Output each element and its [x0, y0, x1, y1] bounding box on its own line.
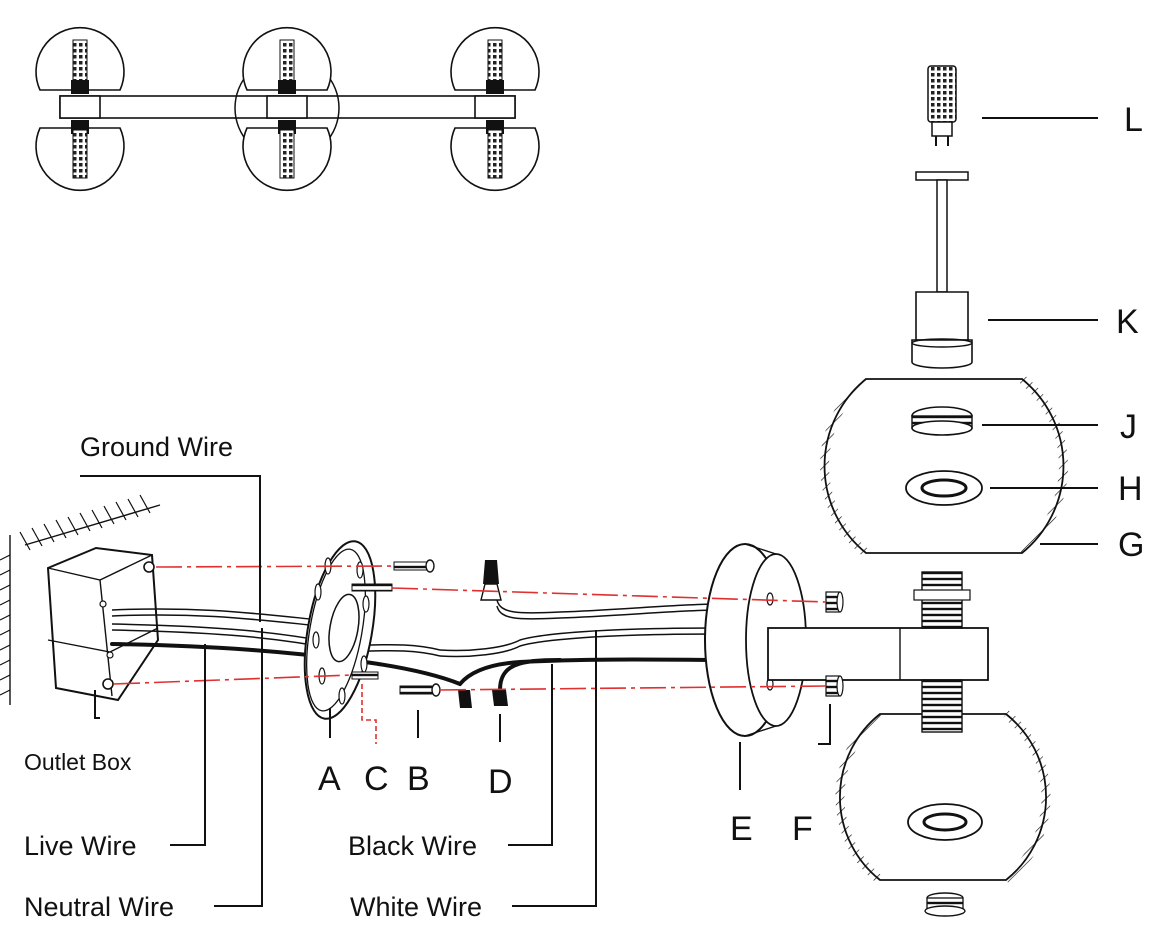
label-E: E — [730, 810, 753, 848]
part-K-socket — [911, 171, 1098, 369]
label-B: B — [407, 760, 430, 798]
outlet-box — [46, 546, 160, 719]
label-L: L — [1124, 101, 1143, 139]
wire-leaders — [80, 475, 597, 907]
label-white-wire: White Wire — [350, 892, 482, 922]
label-C: C — [364, 760, 389, 798]
label-F: F — [792, 810, 813, 848]
part-J-nut — [911, 406, 1098, 436]
nut-lower — [924, 892, 966, 917]
part-G-globe-upper — [820, 375, 1098, 557]
part-D-wire-connectors — [458, 560, 508, 742]
label-D: D — [488, 763, 513, 801]
label-neutral-wire: Neutral Wire — [24, 892, 174, 922]
wall — [0, 494, 161, 705]
fixture-left-globes — [35, 26, 125, 192]
label-ground-wire: Ground Wire — [80, 432, 233, 462]
fixture-right-globes — [450, 26, 540, 192]
part-H-washer — [905, 470, 1098, 506]
part-screws — [351, 559, 441, 738]
label-live-wire: Live Wire — [24, 831, 137, 861]
fixture-wires — [439, 599, 720, 692]
supply-wires — [110, 608, 462, 686]
label-A: A — [318, 760, 341, 798]
alignment-lines — [113, 565, 827, 691]
label-J: J — [1120, 408, 1137, 446]
fixture-arm — [767, 571, 989, 733]
fixture-overview — [35, 26, 540, 192]
part-E-canopy — [704, 512, 807, 790]
label-G: G — [1118, 526, 1144, 564]
part-L-bulb — [927, 65, 1098, 146]
leader-C — [361, 684, 377, 744]
label-K: K — [1116, 303, 1139, 341]
label-H: H — [1118, 470, 1143, 508]
fixture-center-globes — [242, 26, 332, 192]
globe-lower — [835, 710, 1051, 884]
label-black-wire: Black Wire — [348, 831, 477, 861]
label-outlet-box: Outlet Box — [24, 749, 132, 775]
